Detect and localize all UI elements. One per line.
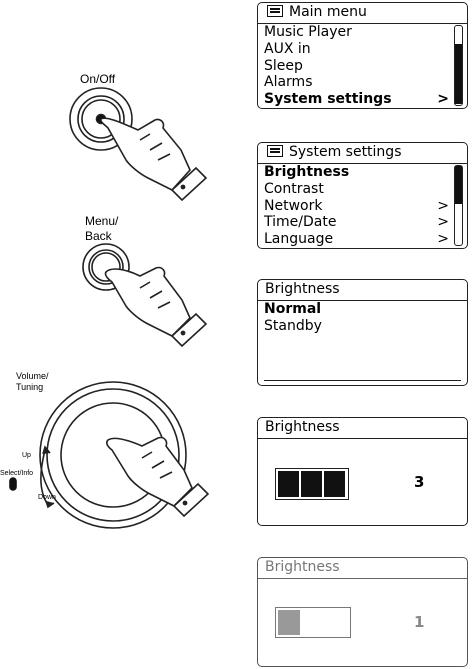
submenu-arrow: > [437,214,449,231]
scrollbar[interactable] [454,25,463,106]
level-segment [301,471,322,497]
brightness-level-bar[interactable] [275,607,351,638]
menu-item-music-player[interactable]: Music Player [264,24,467,41]
menu-list-icon [267,5,283,17]
brightness-options: Normal Standby [258,301,467,335]
brightness-level-value: 1 [414,613,424,631]
select-info-label: Select/Info [0,470,33,477]
submenu-arrow: > [437,231,449,248]
option-normal[interactable]: Normal [264,301,467,318]
level-segment [324,471,345,497]
level-segment [278,610,300,635]
menu-item-aux-in[interactable]: AUX in [264,41,467,58]
menu-item-sleep[interactable]: Sleep [264,58,467,75]
scrollbar[interactable] [454,165,463,246]
menu-item-system-settings[interactable]: System settings> [264,91,467,108]
option-standby[interactable]: Standby [264,318,467,335]
brightness-level-value: 3 [414,473,424,491]
submenu-arrow: > [437,91,449,108]
select-info-icon [10,478,16,490]
volume-tuning-label: Volume/ Tuning [16,371,49,393]
screen-title: Brightness [258,280,467,301]
brightness-level-screen-1: Brightness 1 [257,557,468,667]
bottom-rule [264,380,461,381]
brightness-list-screen: Brightness Normal Standby [257,279,468,386]
menu-item-alarms[interactable]: Alarms [264,74,467,91]
down-label: Down [38,494,56,501]
menu-back-label: Menu/ Back [85,214,118,244]
main-menu-screen: Main menu Music Player AUX in Sleep Alar… [257,2,468,109]
settings-item-language[interactable]: Language> [264,231,467,248]
level-segment [278,471,299,497]
screen-title: System settings [258,143,467,164]
settings-list: Brightness Contrast Network> Time/Date> … [258,164,467,248]
up-label: Up [22,452,31,459]
system-settings-screen: System settings Brightness Contrast Netw… [257,142,468,249]
menu-list: Music Player AUX in Sleep Alarms System … [258,24,467,108]
screen-title: Main menu [258,3,467,24]
brightness-level-screen-3: Brightness 3 [257,417,468,526]
screen-title: Brightness [258,418,467,439]
menu-list-icon [267,145,283,157]
hand-pointer-icon [101,118,206,200]
hand-pointer-icon-2 [105,268,206,346]
submenu-arrow: > [437,198,449,215]
on-off-label: On/Off [80,72,115,87]
brightness-level-bar[interactable] [275,468,349,500]
settings-item-network[interactable]: Network> [264,198,467,215]
settings-item-time-date[interactable]: Time/Date> [264,214,467,231]
settings-item-brightness[interactable]: Brightness [264,164,467,181]
screen-title: Brightness [258,558,467,579]
settings-item-contrast[interactable]: Contrast [264,181,467,198]
